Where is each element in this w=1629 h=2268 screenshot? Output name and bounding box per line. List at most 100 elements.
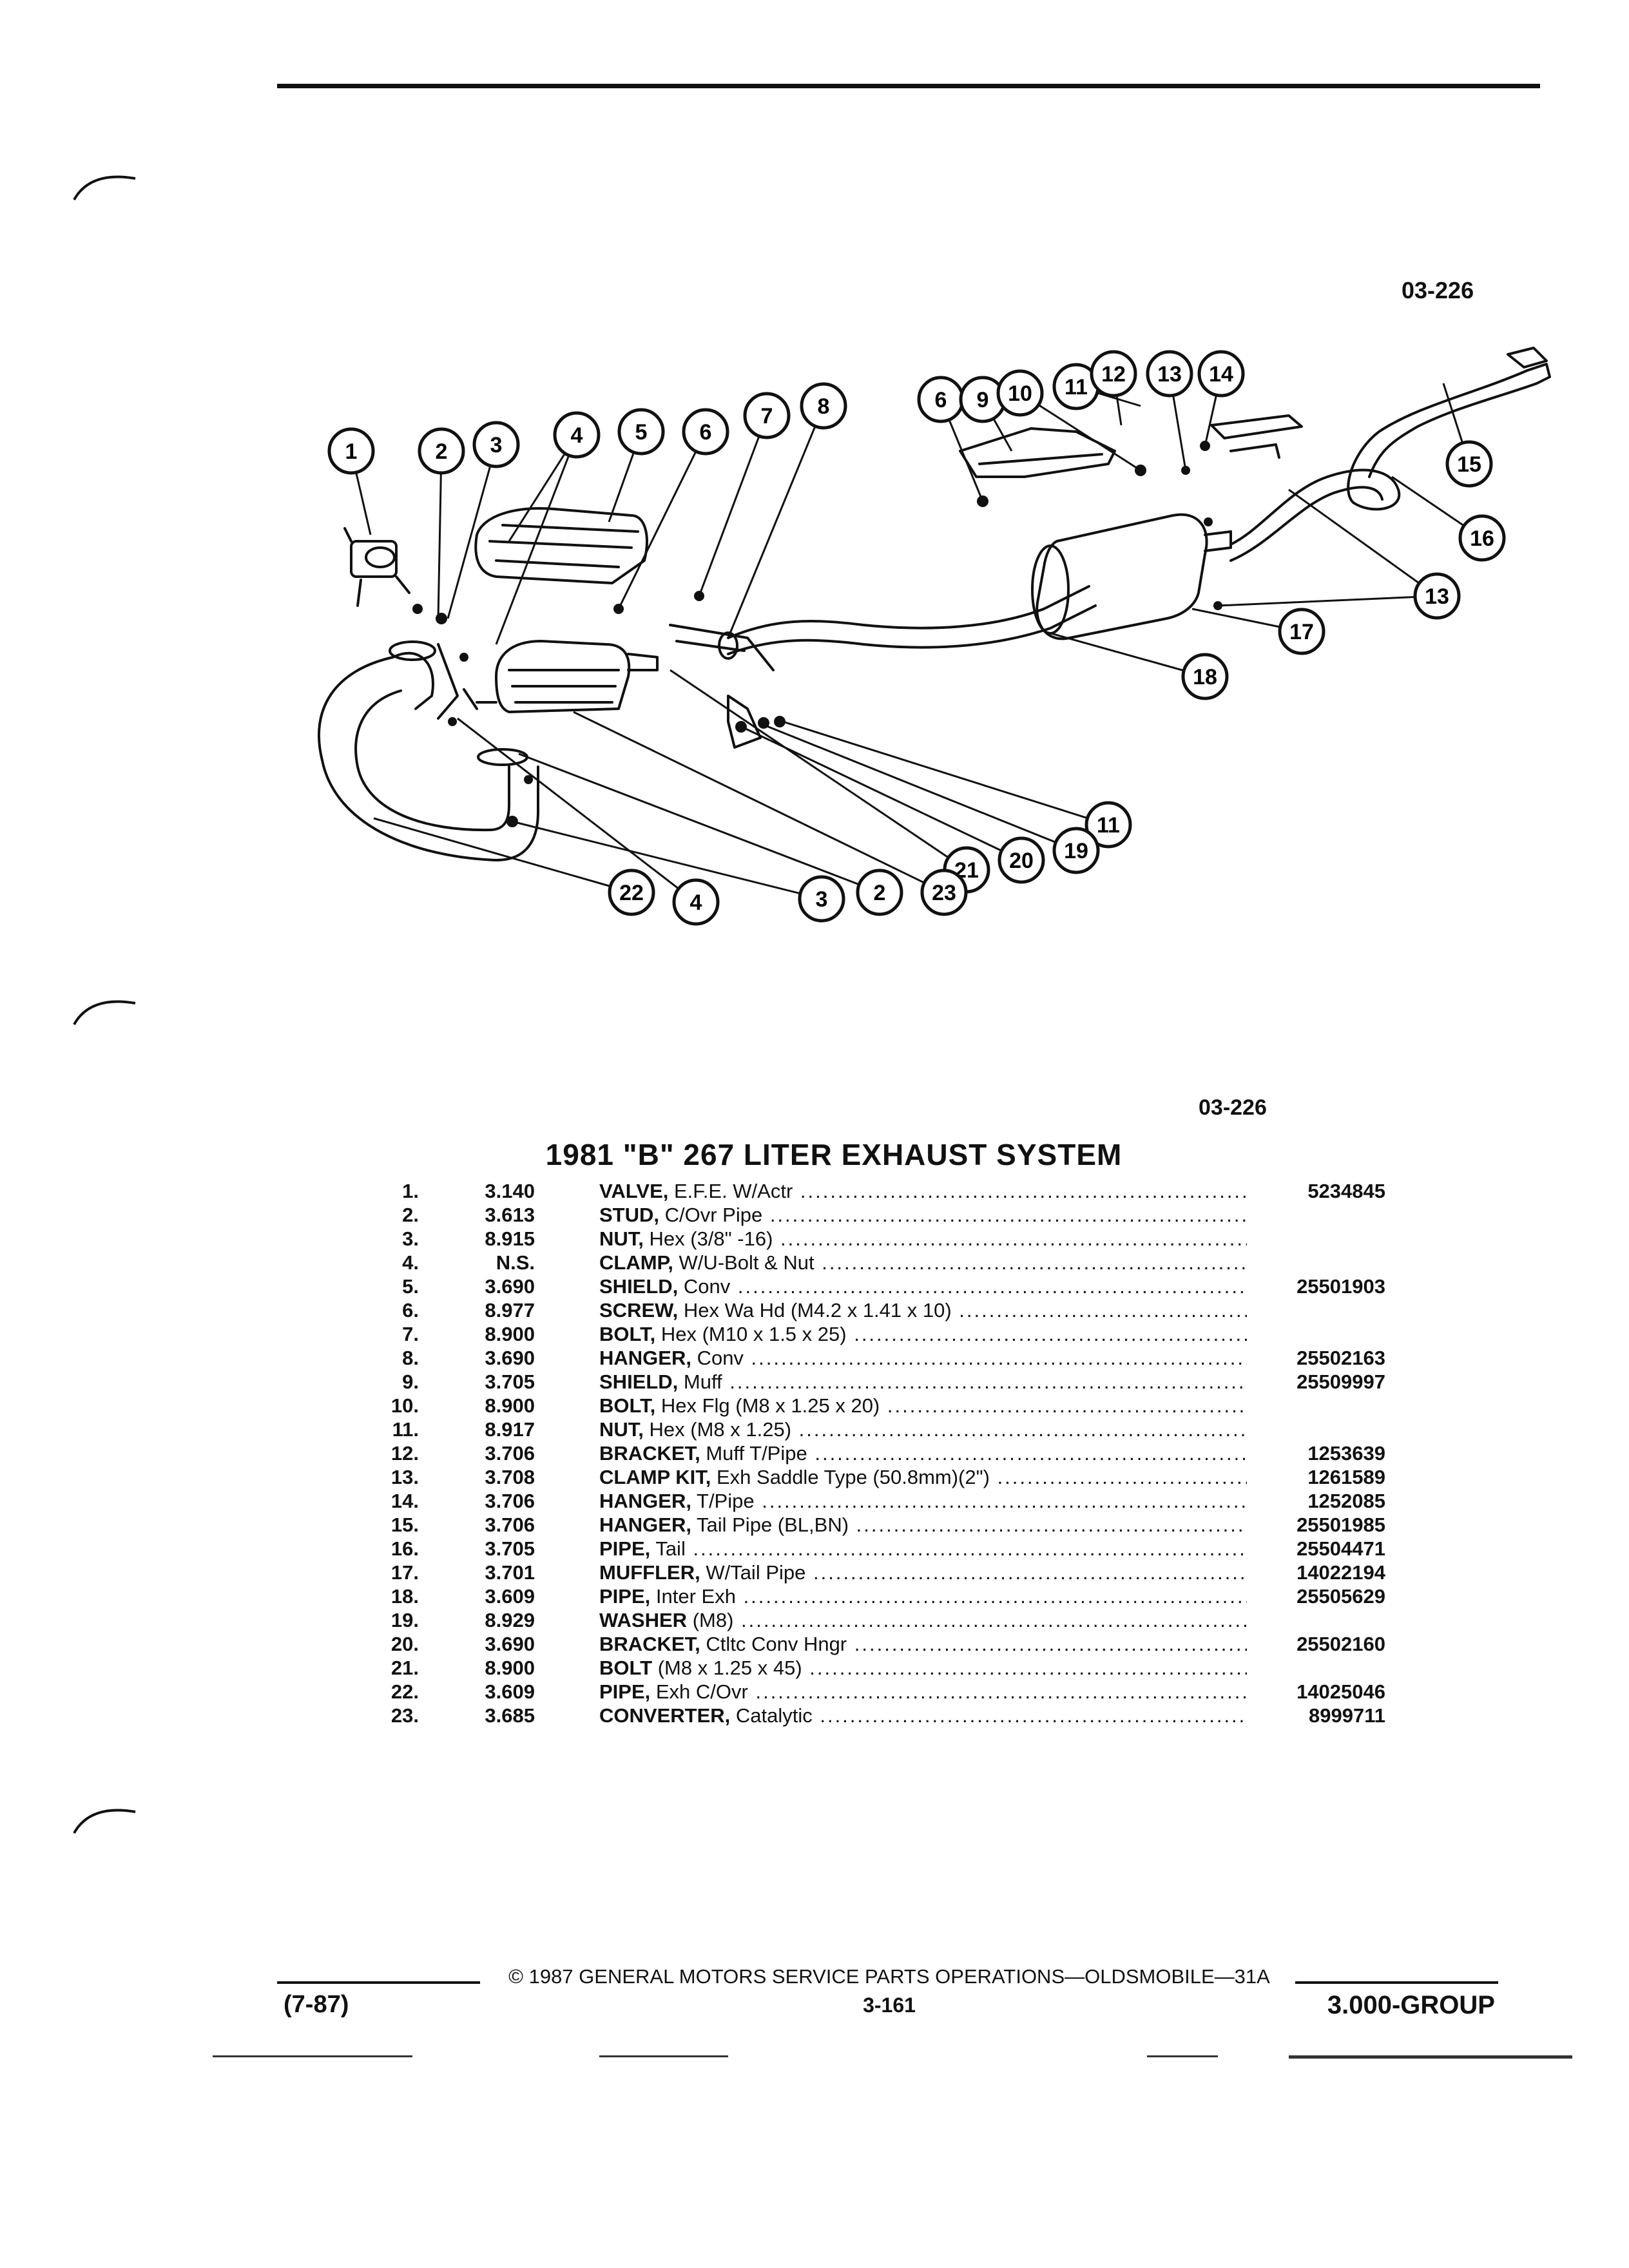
part-name: PIPE, — [599, 1585, 651, 1608]
item-number: 11. — [392, 1418, 419, 1441]
part-description: PIPE, Inter Exh — [599, 1584, 1247, 1608]
part-number: 25505629 — [1296, 1585, 1385, 1608]
callout-16: 16 — [1458, 514, 1506, 562]
part-name: CLAMP KIT, — [599, 1466, 711, 1488]
part-spec: Hex (M10 x 1.5 x 25) — [655, 1323, 847, 1345]
item-number: 12. — [390, 1442, 419, 1465]
item-number: 4. — [402, 1251, 419, 1274]
callout-14: 14 — [1197, 350, 1245, 398]
callout-label: 12 — [1101, 362, 1126, 387]
leader-dots — [730, 1275, 1247, 1298]
part-description: BOLT, Hex (M10 x 1.5 x 25) — [599, 1322, 1247, 1346]
part-description: BRACKET, Muff T/Pipe — [599, 1441, 1247, 1465]
leader-dots — [849, 1514, 1247, 1536]
item-number: 5. — [402, 1275, 419, 1298]
part-name: SHIELD, — [599, 1370, 679, 1393]
group-number: 8.900 — [485, 1657, 535, 1679]
exhaust-system-diagram: 1234567869101112131415161317181119202123… — [318, 347, 1551, 926]
callout-label: 6 — [700, 420, 712, 445]
part-number: 25504471 — [1296, 1537, 1385, 1560]
part-spec: C/Ovr Pipe — [659, 1204, 763, 1226]
group-number: 3.706 — [485, 1514, 535, 1536]
leader-dots — [762, 1204, 1247, 1226]
converter-shield — [474, 507, 648, 584]
leader-dots — [686, 1537, 1247, 1560]
group-number: 3.701 — [485, 1561, 535, 1584]
part-spec: W/Tail Pipe — [700, 1561, 806, 1584]
group-number: 3.706 — [485, 1490, 535, 1512]
part-description: PIPE, Tail — [599, 1537, 1247, 1561]
part-spec: Muff — [678, 1370, 722, 1393]
item-number: 8. — [402, 1347, 419, 1369]
leader-dots — [880, 1394, 1247, 1417]
group-number: 8.900 — [485, 1394, 535, 1417]
callout-label: 15 — [1457, 452, 1481, 477]
part-spec: W/U-Bolt & Nut — [673, 1251, 815, 1274]
item-number: 18. — [390, 1585, 419, 1608]
part-name: NUT, — [599, 1418, 644, 1441]
crossover-pipe — [318, 640, 539, 861]
callout-13: 13 — [1413, 572, 1461, 620]
callout-10: 10 — [996, 369, 1044, 417]
callout-label: 22 — [619, 881, 644, 905]
table-row: 8. 3.690 HANGER, Conv 25502163 — [361, 1346, 1392, 1370]
part-description: HANGER, Tail Pipe (BL,BN) — [599, 1513, 1247, 1537]
group-number: 3.690 — [485, 1347, 535, 1369]
group-number: 3.140 — [485, 1180, 535, 1202]
part-spec: Catalytic — [730, 1704, 813, 1727]
part-description: HANGER, T/Pipe — [599, 1489, 1247, 1513]
group-number: 3.685 — [485, 1704, 535, 1727]
group-number: 3.613 — [485, 1204, 535, 1226]
copyright-line: © 1987 GENERAL MOTORS SERVICE PARTS OPER… — [508, 1965, 1270, 1988]
efe-valve — [343, 527, 410, 607]
scan-line — [1147, 2055, 1218, 2057]
callout-7: 7 — [743, 392, 791, 439]
part-description: SHIELD, Muff — [599, 1370, 1247, 1394]
callout-label: 19 — [1064, 839, 1088, 863]
table-title: 1981 "B" 267 LITER EXHAUST SYSTEM — [545, 1138, 1123, 1171]
muffler — [1031, 513, 1232, 640]
item-number: 2. — [402, 1204, 419, 1226]
callout-label: 20 — [1009, 849, 1034, 873]
callout-17: 17 — [1278, 608, 1325, 655]
part-number: 25502163 — [1296, 1347, 1385, 1369]
group-number: 3.705 — [485, 1370, 535, 1393]
callout-3: 3 — [798, 875, 845, 923]
callout-label: 13 — [1425, 584, 1449, 609]
item-number: 19. — [390, 1609, 419, 1631]
leader-dots — [990, 1466, 1247, 1488]
table-row: 18. 3.609 PIPE, Inter Exh 25505629 — [361, 1584, 1392, 1608]
part-name: STUD, — [599, 1204, 659, 1226]
leader-dots — [736, 1585, 1247, 1608]
callout-label: 7 — [761, 404, 773, 428]
part-spec: Hex Flg (M8 x 1.25 x 20) — [655, 1394, 880, 1417]
part-description: HANGER, Conv — [599, 1346, 1247, 1370]
part-description: MUFFLER, W/Tail Pipe — [599, 1561, 1247, 1584]
part-name: PIPE, — [599, 1537, 651, 1560]
callout-label: 11 — [1097, 813, 1120, 838]
part-spec: Inter Exh — [650, 1585, 736, 1608]
header-rule — [277, 84, 1540, 88]
group-number: 3.609 — [485, 1585, 535, 1608]
callout-label: 2 — [874, 881, 886, 905]
scan-line — [1289, 2055, 1572, 2059]
tailpipe-hanger — [1507, 347, 1548, 369]
part-spec: E.F.E. W/Actr — [668, 1180, 793, 1202]
leader-dots — [815, 1251, 1247, 1274]
item-number: 13. — [390, 1466, 419, 1488]
item-number: 21. — [390, 1657, 419, 1679]
part-number: 14022194 — [1296, 1561, 1385, 1584]
callout-label: 10 — [1008, 381, 1032, 406]
part-spec: (M8) — [687, 1609, 734, 1631]
figure-code: 03-226 — [1402, 277, 1474, 303]
part-spec: Conv — [678, 1275, 731, 1298]
part-number: 5234845 — [1307, 1180, 1385, 1202]
part-name: BOLT, — [599, 1323, 656, 1345]
group-number: 8.917 — [485, 1418, 535, 1441]
margin-mark — [73, 1000, 136, 1025]
figure-code-secondary: 03-226 — [1199, 1095, 1267, 1120]
